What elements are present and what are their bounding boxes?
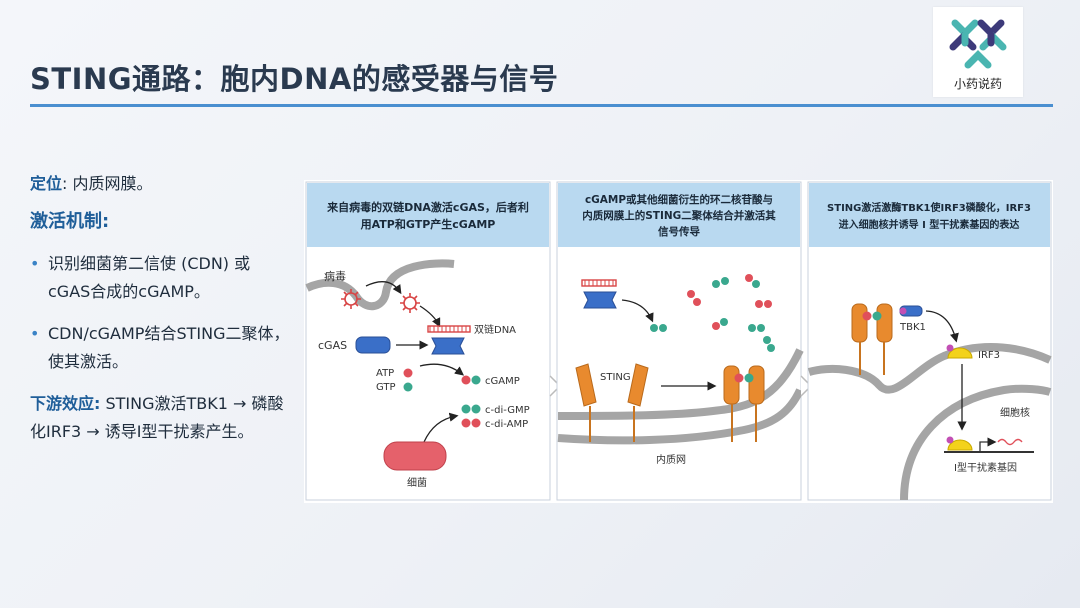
dsdna-label: 双链DNA (474, 323, 516, 336)
panel-2-header-line2: 内质网膜上的STING二聚体结合并激活其 (582, 209, 776, 222)
c-di-amp-label: c-di-AMP (485, 419, 528, 430)
arrow (925, 310, 959, 343)
virus-label: 病毒 (324, 269, 346, 283)
ligand-icon (763, 336, 775, 352)
panel-1: 来自病毒的双链DNA激活cGAS，后者利 用ATP和GTP产生cGAMP 病毒 … (305, 181, 551, 501)
sting-pathway-diagram: 来自病毒的双链DNA激活cGAS，后者利 用ATP和GTP产生cGAMP 病毒 … (304, 180, 1053, 503)
atp-dot (403, 368, 413, 378)
irf3-icon (946, 344, 973, 359)
cgamp-icon (461, 375, 481, 385)
panel-2-header-line3: 信号传导 (658, 225, 700, 238)
panel-1-header-line2: 用ATP和GTP产生cGAMP (361, 217, 496, 231)
panel-3-header (809, 183, 1050, 247)
activation-heading: 激活机制: (30, 211, 110, 232)
activated-cgas-icon (583, 291, 617, 309)
ligand-icon (687, 290, 701, 306)
cgamp-label: cGAMP (485, 376, 520, 387)
ligand-icon (650, 324, 667, 332)
panel-3: STING激活激酶TBK1使IRF3磷酸化，IRF3 进入细胞核并诱导 I 型干… (807, 181, 1052, 501)
c-di-gmp-label: c-di-GMP (485, 405, 530, 416)
activated-cgas-icon (431, 337, 465, 355)
location-text: : 内质网膜。 (62, 174, 153, 193)
sting-dimer-active-icon (851, 303, 893, 375)
nucleus-label: 细胞核 (1000, 406, 1030, 419)
arrow (621, 299, 654, 323)
atp-label: ATP (376, 368, 394, 379)
panel-3-header-line1: STING激活激酶TBK1使IRF3磷酸化，IRF3 (827, 201, 1031, 214)
dsdna-icon (581, 279, 617, 287)
panel-3-header-line2: 进入细胞核并诱导 I 型干扰素基因的表达 (839, 218, 1020, 231)
activation-list: 识别细菌第二信使 (CDN) 或cGAS合成的cGAMP。 CDN/cGAMP结… (30, 250, 290, 376)
ifn-gene-icon (944, 437, 1034, 453)
cell-membrane (305, 259, 455, 310)
bullet-item: CDN/cGAMP结合STING二聚体，使其激活。 (30, 320, 290, 376)
logo-mark-icon (949, 19, 1007, 69)
bacteria-label: 细菌 (407, 476, 427, 489)
er-membrane (557, 348, 804, 420)
c-di-amp-icon (461, 418, 481, 428)
ligand-icon (712, 277, 729, 288)
er-membrane (807, 343, 1052, 394)
virus-icon (400, 293, 420, 313)
cgas-label: cGAS (318, 339, 347, 352)
ligand-icon (745, 274, 760, 288)
sting-label: STING (600, 372, 631, 383)
c-di-gmp-icon (461, 404, 481, 414)
ifn-gene-label: I型干扰素基因 (954, 461, 1017, 474)
ligand-icon (748, 324, 765, 332)
ligand-icon (755, 300, 772, 308)
panel-2: cGAMP或其他细菌衍生的环二核苷酸与 内质网膜上的STING二聚体结合并激活其… (556, 181, 804, 501)
virus-icon (341, 289, 361, 309)
title-underline (30, 104, 1053, 107)
downstream-text: STING激活TBK1 → 磷酸化IRF3 → 诱导I型干扰素产生。 (30, 394, 284, 441)
logo-text: 小药说药 (953, 77, 1002, 91)
gtp-dot (403, 382, 413, 392)
logo: 小药说药 (933, 7, 1023, 97)
irf3-label: IRF3 (978, 350, 1000, 361)
irf3-icon (946, 436, 973, 451)
downstream-label: 下游效应: (30, 394, 101, 413)
dsdna-icon (427, 325, 471, 333)
cgas-icon (355, 336, 391, 354)
sting-dimer-active-icon (723, 365, 765, 442)
sting-dimer-inactive-icon (575, 363, 649, 442)
slide-title: STING通路：胞内DNA的感受器与信号 (30, 62, 559, 96)
arrow (419, 305, 441, 328)
ligand-icon (712, 318, 728, 330)
nuclear-envelope (900, 384, 1052, 501)
left-text-panel: 定位: 内质网膜。 激活机制: 识别细菌第二信使 (CDN) 或cGAS合成的c… (30, 170, 290, 456)
tbk1-label: TBK1 (899, 322, 926, 333)
er-lumen-edge (557, 388, 804, 445)
panel-2-header (558, 183, 800, 247)
arrow (419, 363, 465, 376)
downstream-line: 下游效应: STING激活TBK1 → 磷酸化IRF3 → 诱导I型干扰素产生。 (30, 390, 290, 446)
bullet-item: 识别细菌第二信使 (CDN) 或cGAS合成的cGAMP。 (30, 250, 290, 306)
arrow (423, 412, 459, 443)
gtp-label: GTP (376, 382, 396, 393)
bacteria-icon (383, 441, 447, 471)
location-label: 定位 (30, 174, 63, 193)
arrow (365, 281, 402, 295)
location-line: 定位: 内质网膜。 (30, 170, 290, 198)
er-label: 内质网 (656, 453, 686, 466)
panel-1-header-line1: 来自病毒的双链DNA激活cGAS，后者利 (326, 200, 529, 214)
panel-2-header-line1: cGAMP或其他细菌衍生的环二核苷酸与 (585, 193, 773, 206)
panel-1-header (307, 183, 549, 247)
tbk1-icon (899, 305, 923, 317)
